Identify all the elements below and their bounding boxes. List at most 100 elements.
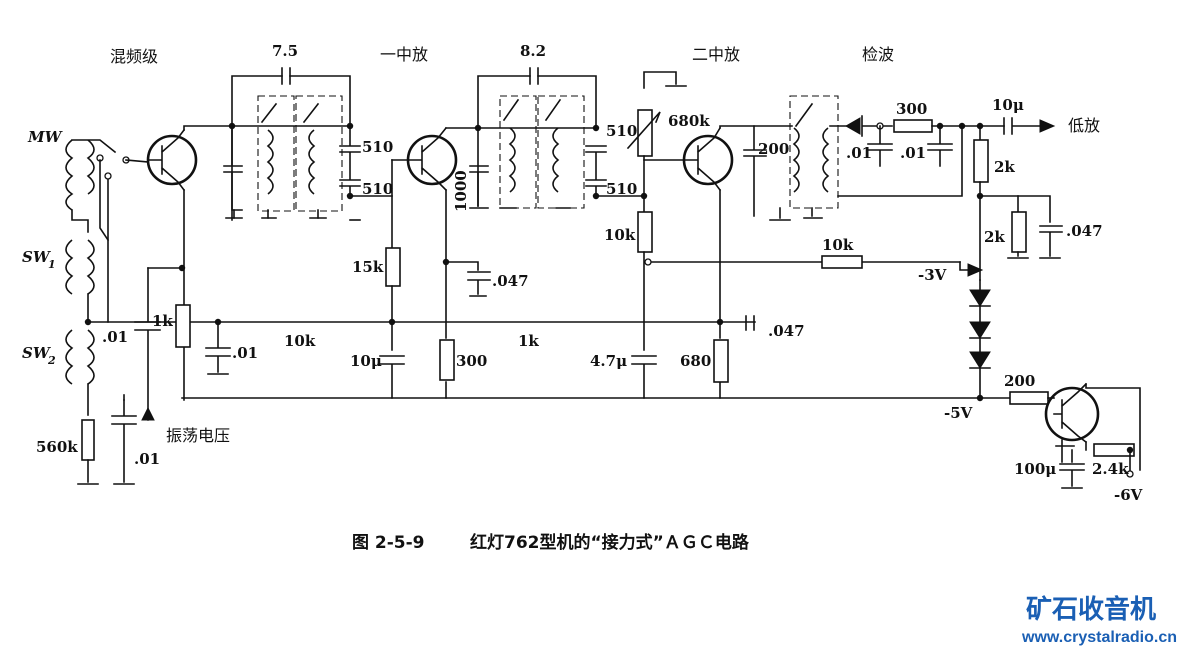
sw2-coil: [65, 329, 74, 385]
value-r-200: 200: [1004, 372, 1035, 390]
caption-prefix: 图 2-5-9: [352, 533, 425, 553]
resistor-2p4k: [1093, 443, 1135, 457]
diode-2: [969, 321, 991, 339]
resistor-300-det: [893, 119, 933, 133]
value-r-680k: 680k: [668, 112, 710, 130]
label-sw2: SW: [22, 344, 52, 362]
value-r-10k-c: 10k: [284, 332, 316, 350]
value-c-200: 200: [758, 140, 789, 158]
value-c-01-mid: .01: [232, 344, 258, 362]
if2-secondary: [552, 127, 560, 193]
mw-coil: [65, 139, 74, 211]
bus-wires: [87, 261, 1011, 399]
resistor-10k-feed: [821, 255, 863, 269]
figure-caption: 图 2-5-9 红灯762型机的“接力式”ＡＧＣ电路: [352, 532, 750, 553]
agc-regulator: [959, 261, 1141, 489]
label-detector: 检波: [862, 45, 894, 64]
detector-diode: [844, 117, 861, 135]
value-r-680: 680: [680, 352, 711, 370]
voltage-labels: -3V -5V -6V: [918, 266, 1143, 504]
label-osc-voltage: 振荡电压: [166, 426, 230, 445]
det-secondary: [822, 127, 830, 193]
if1-primary: [266, 129, 274, 195]
value-r-10k-a: 10k: [604, 226, 636, 244]
cap-7p5: [281, 67, 291, 85]
sw2-coil-secondary: [86, 329, 95, 385]
value-r-2p4k: 2.4k: [1092, 460, 1129, 478]
value-c-01-left: .01: [102, 328, 128, 346]
sw1-coil: [65, 239, 74, 295]
value-v-m6: -6V: [1114, 486, 1143, 504]
watermark: 矿石收音机 www.crystalradio.cn: [1021, 594, 1177, 646]
caption-text: 红灯762型机的“接力式”ＡＧＣ电路: [470, 532, 750, 553]
value-r-1k-b: 1k: [518, 332, 539, 350]
label-mw: MW: [27, 128, 64, 146]
stage-labels: 混频级 一中放 二中放 检波 低放 振荡电压: [110, 45, 1100, 445]
resistor-680k: [637, 109, 653, 157]
if-transformer-2: [469, 67, 645, 209]
watermark-url: www.crystalradio.cn: [1021, 629, 1177, 646]
diode-1: [969, 289, 991, 307]
value-c-047a: .047: [1066, 222, 1103, 240]
value-v-m3: -3V: [918, 266, 947, 284]
label-if1: 一中放: [380, 45, 428, 64]
label-if2: 二中放: [692, 45, 740, 64]
value-r-2k-b: 2k: [984, 228, 1005, 246]
if1-transistor: [379, 126, 491, 399]
mixer-transistor: [146, 125, 233, 401]
value-c-01b: .01: [900, 144, 926, 162]
resistor-2k-bottom: [1011, 211, 1027, 253]
value-c-510a: 510: [362, 138, 393, 156]
value-r-300a: 300: [896, 100, 927, 118]
value-r-2k-a: 2k: [994, 158, 1015, 176]
component-values: 7.5 8.2 510 510 510 510 1000 680k 200 .0…: [36, 42, 1129, 478]
detector-transformer: [743, 95, 1063, 281]
value-c-8p2: 8.2: [520, 42, 546, 60]
value-r-10k-b: 10k: [822, 236, 854, 254]
sw1-coil-secondary: [86, 239, 95, 295]
value-c-510c: 510: [606, 122, 637, 140]
resistor-680: [713, 339, 729, 383]
diode-3: [969, 351, 991, 369]
label-sw1: SW: [22, 248, 52, 266]
value-c-47u: 4.7μ: [590, 352, 627, 370]
cap-8p2: [529, 67, 539, 85]
value-c-7p5: 7.5: [272, 42, 298, 60]
value-c-510d: 510: [606, 180, 637, 198]
value-r-1k-a: 1k: [152, 312, 173, 330]
band-switch-coils: [65, 139, 186, 485]
if1-secondary: [308, 129, 316, 195]
label-mixer: 混频级: [110, 47, 158, 66]
value-r-300b: 300: [456, 352, 487, 370]
resistor-2k-top: [973, 139, 989, 183]
resistor-300: [439, 339, 455, 381]
value-c-01a: .01: [846, 144, 872, 162]
value-c-510b: 510: [362, 180, 393, 198]
resistor-1k-mixer: [175, 304, 191, 348]
label-sw2-sub: 2: [47, 354, 56, 367]
value-c-10u: 10μ: [350, 352, 382, 370]
value-c-047b: .047: [492, 272, 529, 290]
label-sw1-sub: 1: [48, 258, 56, 271]
resistor-200: [1009, 391, 1049, 405]
resistor-15k: [385, 247, 401, 287]
value-c-10u-out: 10μ: [992, 96, 1024, 114]
det-primary: [792, 127, 800, 193]
value-c-100u: 100μ: [1014, 460, 1056, 478]
value-c-047c: .047: [768, 322, 805, 340]
if2-primary: [508, 127, 516, 193]
resistor-560k: [81, 419, 95, 461]
value-r-560k: 560k: [36, 438, 78, 456]
value-c-01-bot: .01: [134, 450, 160, 468]
if-transformer-1: [223, 67, 393, 221]
resistor-10k-vertical: [637, 211, 653, 253]
value-r-15k: 15k: [352, 258, 384, 276]
value-v-m5: -5V: [944, 404, 973, 422]
mw-coil-secondary: [86, 139, 95, 195]
band-labels: MW SW 1 SW 2: [22, 128, 64, 367]
watermark-name: 矿石收音机: [1026, 594, 1156, 625]
if2-transistor: [626, 71, 793, 399]
label-audio-out: 低放: [1068, 116, 1100, 135]
